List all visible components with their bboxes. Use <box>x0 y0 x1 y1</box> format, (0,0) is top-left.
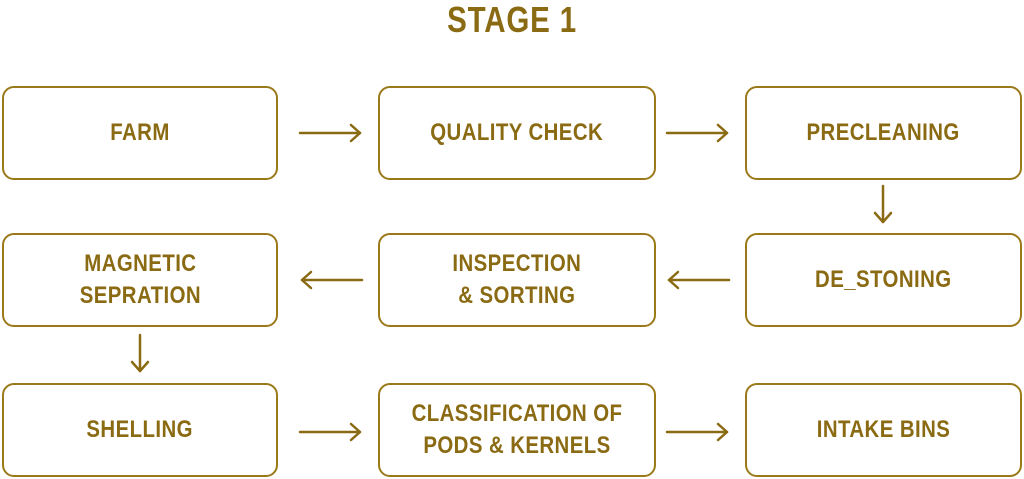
diagram-title: STAGE 1 <box>447 0 577 40</box>
step-shelling: SHELLING <box>2 383 278 477</box>
arrow-right-icon <box>298 123 362 143</box>
step-farm: FARM <box>2 86 278 180</box>
step-classification: CLASSIFICATION OF PODS & KERNELS <box>378 383 656 477</box>
arrow-down-icon <box>873 184 893 224</box>
step-label: DE_STONING <box>815 266 952 293</box>
arrow-down-icon <box>130 333 150 373</box>
arrow-left-icon <box>667 270 731 290</box>
step-label: QUALITY CHECK <box>430 119 604 146</box>
step-label: FARM <box>110 119 170 146</box>
step-label: INSPECTION & SORTING <box>452 250 582 309</box>
step-de-stoning: DE_STONING <box>745 233 1022 327</box>
arrow-right-icon <box>665 422 729 442</box>
arrow-right-icon <box>298 422 362 442</box>
arrow-right-icon <box>665 123 729 143</box>
step-label: MAGNETIC SEPRATION <box>79 250 201 309</box>
step-label: SHELLING <box>86 416 194 443</box>
step-magnetic-separation: MAGNETIC SEPRATION <box>2 233 278 327</box>
step-quality-check: QUALITY CHECK <box>378 86 656 180</box>
step-inspection-sorting: INSPECTION & SORTING <box>378 233 656 327</box>
step-precleaning: PRECLEANING <box>745 86 1022 180</box>
step-intake-bins: INTAKE BINS <box>745 383 1022 477</box>
step-label: PRECLEANING <box>806 119 961 146</box>
step-label: INTAKE BINS <box>816 416 951 443</box>
step-label: CLASSIFICATION OF PODS & KERNELS <box>411 400 623 459</box>
arrow-left-icon <box>300 270 364 290</box>
